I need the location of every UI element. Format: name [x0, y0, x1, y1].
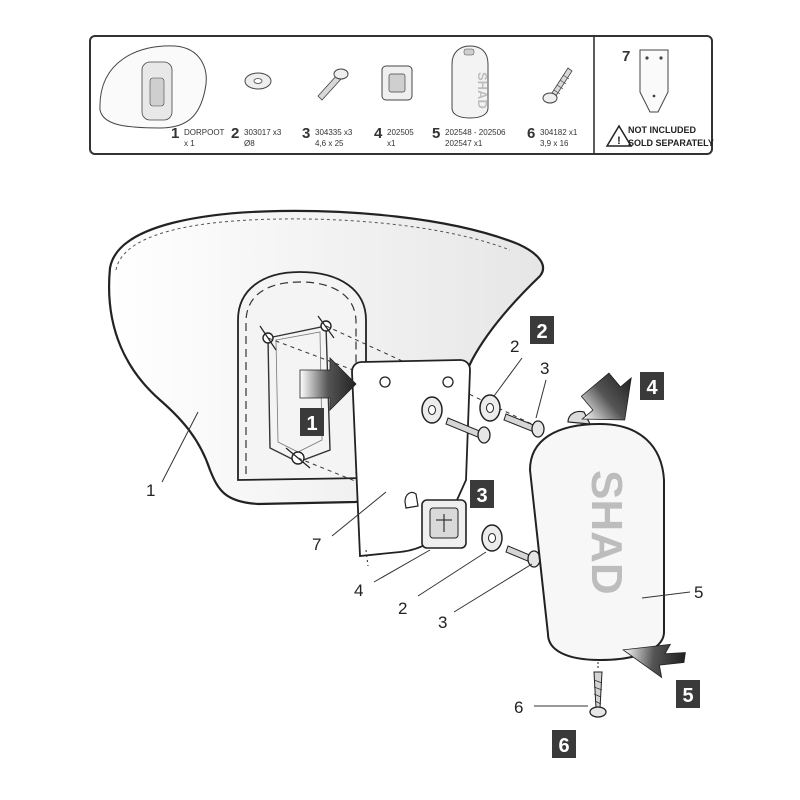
- bracket-part-4: [421, 499, 467, 549]
- part-4-code: 202505: [387, 128, 414, 137]
- part-6-code: 304182 x1: [540, 128, 578, 137]
- part-1-label: 1 DORPOOT x 1: [171, 125, 225, 148]
- backrest-pad: [108, 209, 545, 506]
- part-7-thumbnail: [639, 49, 669, 113]
- part-4-label: 4 202505 x1: [374, 125, 414, 148]
- callout-2-upper: 2: [510, 337, 519, 356]
- part-3-number: 3: [302, 125, 310, 142]
- cover-part-5: SHAD: [528, 410, 665, 662]
- part-1-thumbnail: [99, 45, 207, 129]
- part-3-size: 4,6 x 25: [315, 139, 344, 148]
- svg-text:!: !: [617, 135, 621, 147]
- callout-4: 4: [354, 581, 363, 600]
- washer-left: [421, 396, 443, 424]
- arrow-step-4: [580, 372, 632, 421]
- callout-6: 6: [514, 698, 523, 717]
- callout-7: 7: [312, 535, 321, 554]
- arrow-step-1: [299, 357, 357, 411]
- cover-brand-text: SHAD: [582, 470, 631, 595]
- step-badge-5: 5: [676, 680, 700, 708]
- assembly-arrows: [299, 357, 686, 679]
- step-badge-1: 1: [300, 408, 324, 436]
- part-3-thumbnail: [317, 68, 349, 101]
- part-4-qty: x1: [387, 139, 396, 148]
- screw-part-6: [589, 662, 607, 718]
- part-3-label: 3 304335 x3 4,6 x 25: [302, 125, 353, 148]
- warning-icon: !: [605, 124, 633, 147]
- not-included-label: NOT INCLUDED: [628, 125, 696, 135]
- part-1-number: 1: [171, 125, 179, 142]
- callout-5: 5: [694, 583, 703, 602]
- part-6-size: 3,9 x 16: [540, 139, 569, 148]
- parts-list-panel: SHAD 1 DORPOOT x 1 2 303017 x3 Ø8: [89, 35, 714, 155]
- part-5-codes-qty: 202547 x1: [445, 139, 483, 148]
- arrow-step-5: [622, 643, 686, 679]
- step-6-text: 6: [558, 735, 569, 757]
- bolt-lower: [505, 545, 541, 568]
- part-6-label: 6 304182 x1 3,9 x 16: [527, 125, 578, 148]
- part-2-code: 303017 x3: [244, 128, 282, 137]
- bolt-right: [503, 413, 545, 438]
- step-badge-6: 6: [552, 730, 576, 758]
- part-4-thumbnail: [381, 65, 413, 101]
- washers-part-2: [421, 394, 503, 552]
- part-5-number: 5: [432, 125, 440, 142]
- washer-right: [479, 394, 501, 422]
- callout-3-upper: 3: [540, 359, 549, 378]
- part-5-label: 5 202548 - 202506 202547 x1: [432, 125, 506, 148]
- leader-lines: [161, 357, 691, 707]
- callout-2-lower: 2: [398, 599, 407, 618]
- part-1-code: DORPOOT: [184, 128, 225, 137]
- part-7-number: 7: [622, 48, 630, 65]
- parts-list-frame: [89, 35, 713, 155]
- sold-separately-label: SOLD SEPARATELY: [628, 138, 714, 148]
- part-2-thumbnail: [244, 72, 272, 90]
- step-4-text: 4: [646, 377, 658, 399]
- step-badge-4: 4: [640, 372, 664, 400]
- step-2-text: 2: [536, 321, 547, 343]
- step-5-text: 5: [682, 685, 693, 707]
- part-4-number: 4: [374, 125, 383, 142]
- step-badge-3: 3: [470, 480, 494, 508]
- part-7-label: 7 ! NOT INCLUDED SOLD SEPARATELY: [605, 48, 714, 148]
- part-2-size: Ø8: [244, 139, 255, 148]
- part-2-label: 2 303017 x3 Ø8: [231, 125, 282, 148]
- callout-numbers: 1 7 4 2 3 2 3 5 6: [146, 337, 703, 717]
- bolt-left: [445, 417, 491, 444]
- callout-3-lower: 3: [438, 613, 447, 632]
- part-6-number: 6: [527, 125, 535, 142]
- step-3-text: 3: [476, 485, 487, 507]
- part-1-qty: x 1: [184, 139, 195, 148]
- step-1-text: 1: [306, 413, 317, 435]
- part-2-number: 2: [231, 125, 239, 142]
- washer-lower: [481, 524, 503, 552]
- part-6-thumbnail: [542, 67, 573, 104]
- step-badges: 1 2 3 4 5 6: [300, 316, 700, 758]
- part-5-code: 202548 - 202506: [445, 128, 506, 137]
- part-5-thumbnail: SHAD: [451, 45, 490, 119]
- part-5-brand-text: SHAD: [475, 72, 490, 109]
- step-badge-2: 2: [530, 316, 554, 344]
- part-3-code: 304335 x3: [315, 128, 353, 137]
- callout-1: 1: [146, 481, 155, 500]
